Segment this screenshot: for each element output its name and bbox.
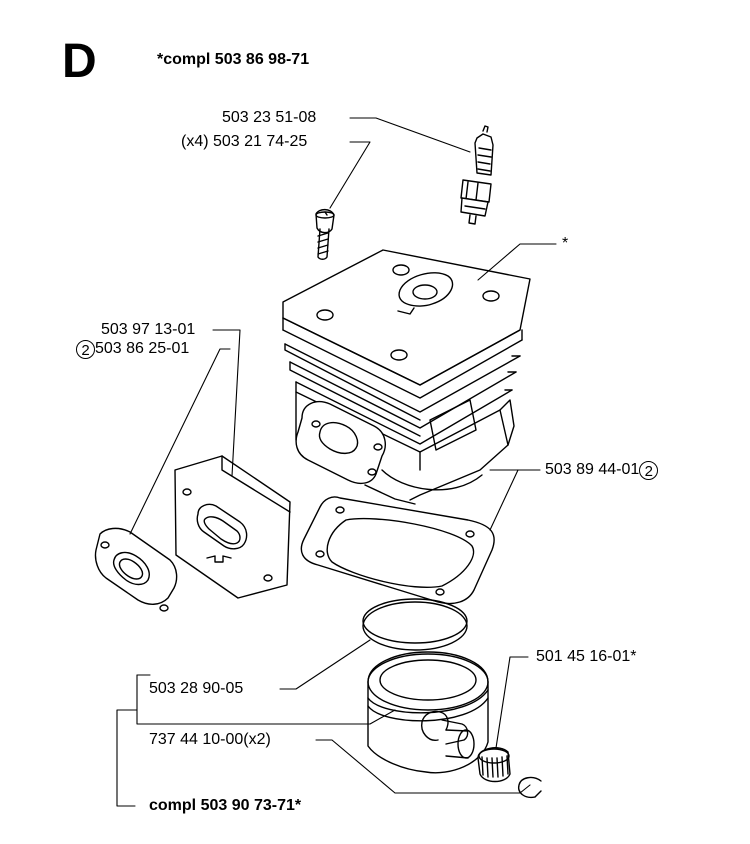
spark-plug-drawing <box>460 125 494 225</box>
circlip-part-number: 737 44 10-00(x2) <box>149 731 271 748</box>
gasket-plate-drawing <box>174 455 291 599</box>
spark-plug-part-number: 503 23 51-08 <box>222 109 317 126</box>
leader-spark-plug <box>349 117 471 153</box>
screw-part-number: (x4) 503 21 74-25 <box>181 133 308 150</box>
leader-gasket-plate <box>212 329 241 477</box>
leader-lines <box>116 117 557 807</box>
cylinder-drawing <box>282 249 531 505</box>
leader-cylinder <box>477 243 557 281</box>
small-gasket-drawing <box>94 527 178 612</box>
leader-piston-kit <box>116 674 151 807</box>
cylinder-asterisk: * <box>562 235 569 252</box>
leader-piston-ring <box>279 639 371 690</box>
cylinder-kit-label: *compl 503 86 98-71 <box>157 51 310 68</box>
piston-ring-drawing <box>362 598 468 651</box>
leader-small-gasket <box>129 348 231 535</box>
needle-bearing-part-number: 501 45 16-01* <box>536 648 637 665</box>
quantity-badge: 2 <box>639 461 659 480</box>
base-gasket-drawing <box>300 496 495 605</box>
leader-circlip <box>315 739 531 794</box>
quantity-badge: 2 <box>76 340 95 359</box>
piston-drawing <box>367 651 489 774</box>
piston-ring-part-number: 503 28 90-05 <box>149 680 244 697</box>
leader-screw <box>329 141 371 209</box>
needle-bearing-drawing <box>477 747 511 783</box>
gasket-plate-part-number: 503 97 13-01 <box>101 321 196 338</box>
base-gasket-part-number: 503 89 44-01 <box>545 461 640 478</box>
small-gasket-part-number: 503 86 25-01 <box>95 340 190 357</box>
section-letter: D <box>62 35 97 88</box>
leader-needle-bearing <box>495 656 529 749</box>
leader-piston <box>136 674 396 725</box>
circlip-drawing <box>518 776 542 799</box>
piston-kit-label: compl 503 90 73-71* <box>149 797 302 814</box>
screw-drawing <box>315 208 335 260</box>
